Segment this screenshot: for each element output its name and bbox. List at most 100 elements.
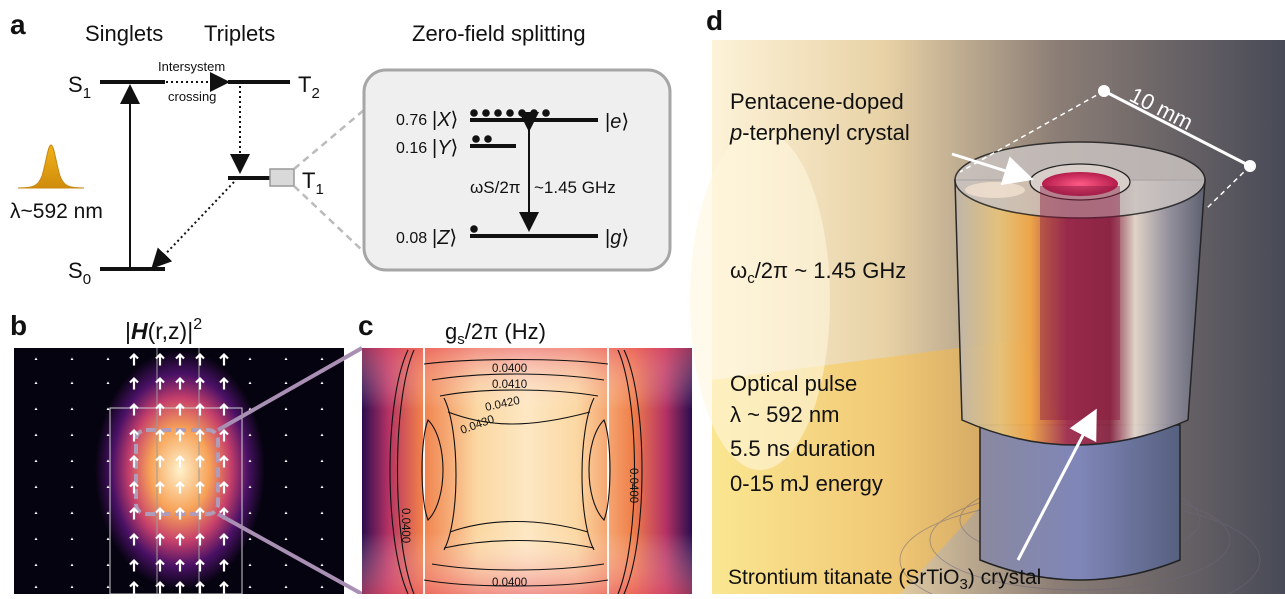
- pentacene-crystal: [1042, 172, 1118, 196]
- field-vector-arrow: [34, 407, 38, 410]
- field-vector-arrow: [320, 485, 324, 488]
- wavelength-label: λ~592 nm: [10, 200, 103, 223]
- panel-a: a Singlets Triplets Zero-field splitting…: [10, 9, 672, 288]
- field-vector-arrow: [175, 480, 185, 494]
- field-vector-arrow: [175, 428, 185, 442]
- pulse-line-4: 0-15 mJ energy: [730, 471, 883, 496]
- field-vector-arrow: [219, 352, 229, 366]
- isc-label-1: Intersystem: [158, 59, 225, 74]
- field-vector-arrow: [320, 381, 324, 384]
- field-vector-arrow: [70, 357, 74, 360]
- field-vector-arrow: [284, 563, 288, 566]
- zoom-b-c-top: [217, 346, 363, 432]
- field-vector-arrow: [106, 407, 110, 410]
- field-vector-arrow: [70, 537, 74, 540]
- ket-z: |Z⟩: [432, 227, 457, 249]
- pentacene-label-2: p-terphenyl crystal: [729, 120, 910, 145]
- field-vector-arrow: [284, 381, 288, 384]
- population-dots-y: [472, 135, 492, 143]
- triplets-heading: Triplets: [204, 21, 275, 46]
- field-vector-arrow: [248, 511, 252, 514]
- panel-c-label: c: [358, 310, 374, 341]
- field-vectors: [34, 352, 324, 594]
- srtio3-arrow: [1016, 408, 1097, 561]
- field-vector-arrow: [248, 459, 252, 462]
- beam-glow: [690, 130, 830, 470]
- field-vector-arrow: [320, 459, 324, 462]
- field-vector-arrow: [195, 454, 205, 468]
- field-vector-arrow: [219, 558, 229, 572]
- field-vector-arrow: [195, 532, 205, 546]
- field-vector-arrow: [106, 537, 110, 540]
- zoom-b-c-bottom: [217, 512, 363, 596]
- field-vector-arrow: [106, 381, 110, 384]
- field-vector-arrow: [195, 506, 205, 520]
- omega-s-label: ωS/2π: [470, 178, 521, 197]
- ket-y: |Y⟩: [432, 137, 458, 159]
- field-vector-arrow: [34, 537, 38, 540]
- pentacene-label-1: Pentacene-doped: [730, 89, 904, 114]
- t1-to-s0-arrow: [151, 181, 235, 269]
- contour-label-1: 0.0410: [492, 379, 527, 391]
- t2-label: T2: [298, 72, 320, 102]
- field-vector-arrow: [219, 580, 229, 594]
- panel-d: d 10 mm Pentacene-doped p-terphenyl crys…: [690, 5, 1285, 599]
- population-dot-z: [470, 225, 478, 233]
- dim-dash-2: [1204, 165, 1251, 211]
- crystal-bore: [1040, 186, 1120, 420]
- resonator-body: [954, 179, 1206, 446]
- field-vector-arrow: [320, 537, 324, 540]
- dim-dash-1: [959, 90, 1105, 173]
- field-vector-arrow: [129, 428, 139, 442]
- field-vector-arrow: [320, 511, 324, 514]
- field-vector-arrow: [195, 480, 205, 494]
- resonator-lower-body: [979, 424, 1181, 581]
- field-vector-arrow: [155, 532, 165, 546]
- panel-d-label: d: [706, 5, 723, 36]
- field-vector-arrow: [195, 352, 205, 366]
- pulse-line-1: Optical pulse: [730, 371, 857, 396]
- panel-b-label: b: [10, 310, 27, 341]
- srtio3-label: Strontium titanate (SrTiO3) crystal: [728, 566, 1041, 593]
- field-vector-arrow: [34, 585, 38, 588]
- top-glint: [965, 182, 1025, 198]
- field-vector-arrow: [284, 407, 288, 410]
- field-vector-arrow: [106, 563, 110, 566]
- isc-label-2: crossing: [168, 89, 216, 104]
- field-vector-arrow: [70, 459, 74, 462]
- field-vector-arrow: [155, 480, 165, 494]
- field-vector-arrow: [175, 580, 185, 594]
- field-vector-arrow: [248, 537, 252, 540]
- field-vector-arrow: [248, 563, 252, 566]
- field-vector-arrow: [248, 585, 252, 588]
- zfs-heading: Zero-field splitting: [412, 21, 586, 46]
- field-vector-arrow: [106, 485, 110, 488]
- dim-line: [1103, 89, 1251, 168]
- contour-lines: [389, 349, 643, 594]
- pop-x: 0.76: [396, 112, 427, 129]
- field-vector-arrow: [284, 585, 288, 588]
- field-vector-arrow: [175, 352, 185, 366]
- field-vector-arrow: [129, 532, 139, 546]
- singlets-heading: Singlets: [85, 21, 163, 46]
- field-vector-arrow: [34, 381, 38, 384]
- field-vector-arrow: [284, 537, 288, 540]
- field-vector-arrow: [195, 558, 205, 572]
- pulse-line-2: λ ~ 592 nm: [730, 402, 839, 427]
- field-vector-arrow: [70, 485, 74, 488]
- field-vector-arrow: [155, 580, 165, 594]
- field-vector-arrow: [70, 511, 74, 514]
- field-vector-arrow: [248, 357, 252, 360]
- panel-b-title: |H(r,z)|2: [125, 316, 202, 344]
- field-vector-arrow: [320, 433, 324, 436]
- field-vector-arrow: [175, 454, 185, 468]
- coupling-map-overlay: [362, 348, 692, 594]
- field-vector-arrow: [106, 357, 110, 360]
- field-vector-arrow: [175, 402, 185, 416]
- field-vector-arrow: [195, 402, 205, 416]
- field-vector-arrow: [195, 376, 205, 390]
- field-vector-arrow: [175, 558, 185, 572]
- field-vector-arrow: [175, 376, 185, 390]
- field-vector-arrow: [175, 506, 185, 520]
